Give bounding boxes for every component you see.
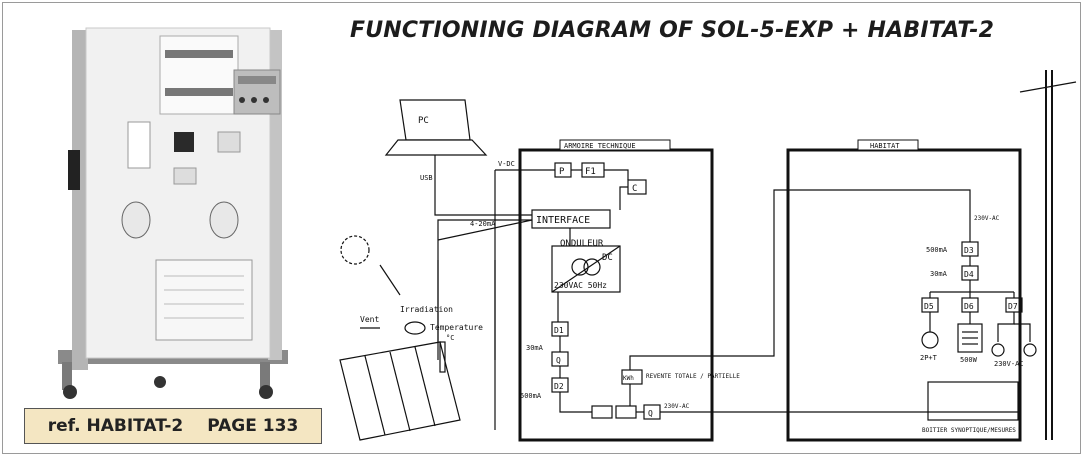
vdc-label: V-DC (498, 160, 515, 168)
q2-label: Q (648, 409, 653, 418)
armoire-technique-box (520, 150, 712, 440)
inverter-ac-label: 230VAC 50Hz (554, 281, 607, 290)
vent-label: Vent (360, 315, 379, 324)
page-title: FUNCTIONING DIAGRAM OF SOL-5-EXP + HABIT… (350, 18, 1070, 43)
irradiation-label: Irradiation (400, 305, 453, 314)
lamps-label: 230V-AC (994, 360, 1024, 368)
armoire-label: ARMOIRE TECHNIQUE (564, 142, 636, 150)
ma500-right-label: 500mA (926, 246, 948, 254)
kwh-label: KWh (623, 375, 634, 382)
d7-label: D7 (1008, 302, 1018, 311)
habitat-label: HABITAT (870, 142, 900, 150)
ma420-label: 4-20mA (470, 220, 496, 228)
laptop-icon (386, 100, 486, 155)
d1-label: D1 (554, 326, 564, 335)
ma500-left-label: 500mA (520, 392, 542, 400)
heater-label: 500W (960, 356, 978, 364)
ma30-right-label: 30mA (930, 270, 948, 278)
usb-label: USB (420, 174, 433, 182)
vac-bottom-label: 230V-AC (664, 403, 690, 410)
d5-label: D5 (924, 302, 934, 311)
habitat-box (788, 150, 1020, 440)
d3-label: D3 (964, 246, 974, 255)
lamp-icon-1 (992, 344, 1004, 356)
sun-icon (341, 236, 369, 264)
dc-label: DC (602, 253, 613, 263)
c-label: C (632, 184, 637, 194)
kwh-meter-1 (592, 406, 612, 418)
d2-label: D2 (554, 382, 564, 391)
reference-code: ref. HABITAT-2 (48, 416, 184, 436)
product-photo (10, 10, 320, 410)
interface-label: INTERFACE (536, 215, 590, 226)
f1-label: F1 (585, 167, 596, 177)
solar-panel-icon (340, 342, 460, 440)
lamp-icon-2 (1024, 344, 1036, 356)
boitier-label: BOITIER SYNOPTIQUE/MESURES (922, 427, 1016, 434)
socket-icon (922, 332, 938, 348)
ma30-left-label: 30mA (526, 344, 544, 352)
functioning-diagram: PC USB V-DC 4-20mA ARMOIRE TECHNIQUE HAB… (330, 60, 1080, 452)
revente-label: REVENTE TOTALE / PARTIELLE (646, 373, 740, 380)
temperature-label: Temperature (430, 323, 483, 332)
kwh-meter-2 (616, 406, 636, 418)
pc-label: PC (418, 116, 429, 126)
page-number: PAGE 133 (207, 416, 298, 436)
vac-top-label: 230V-AC (974, 215, 1000, 222)
d4-label: D4 (964, 270, 974, 279)
socket-label: 2P+T (920, 354, 938, 362)
degc-label: °C (446, 334, 454, 342)
onduleur-label: ONDULEUR (560, 239, 604, 249)
q1-label: Q (556, 356, 561, 365)
reference-box: ref. HABITAT-2 PAGE 133 (24, 408, 322, 444)
synoptic-box (928, 382, 1018, 420)
p-label: P (559, 167, 565, 177)
d6-label: D6 (964, 302, 974, 311)
